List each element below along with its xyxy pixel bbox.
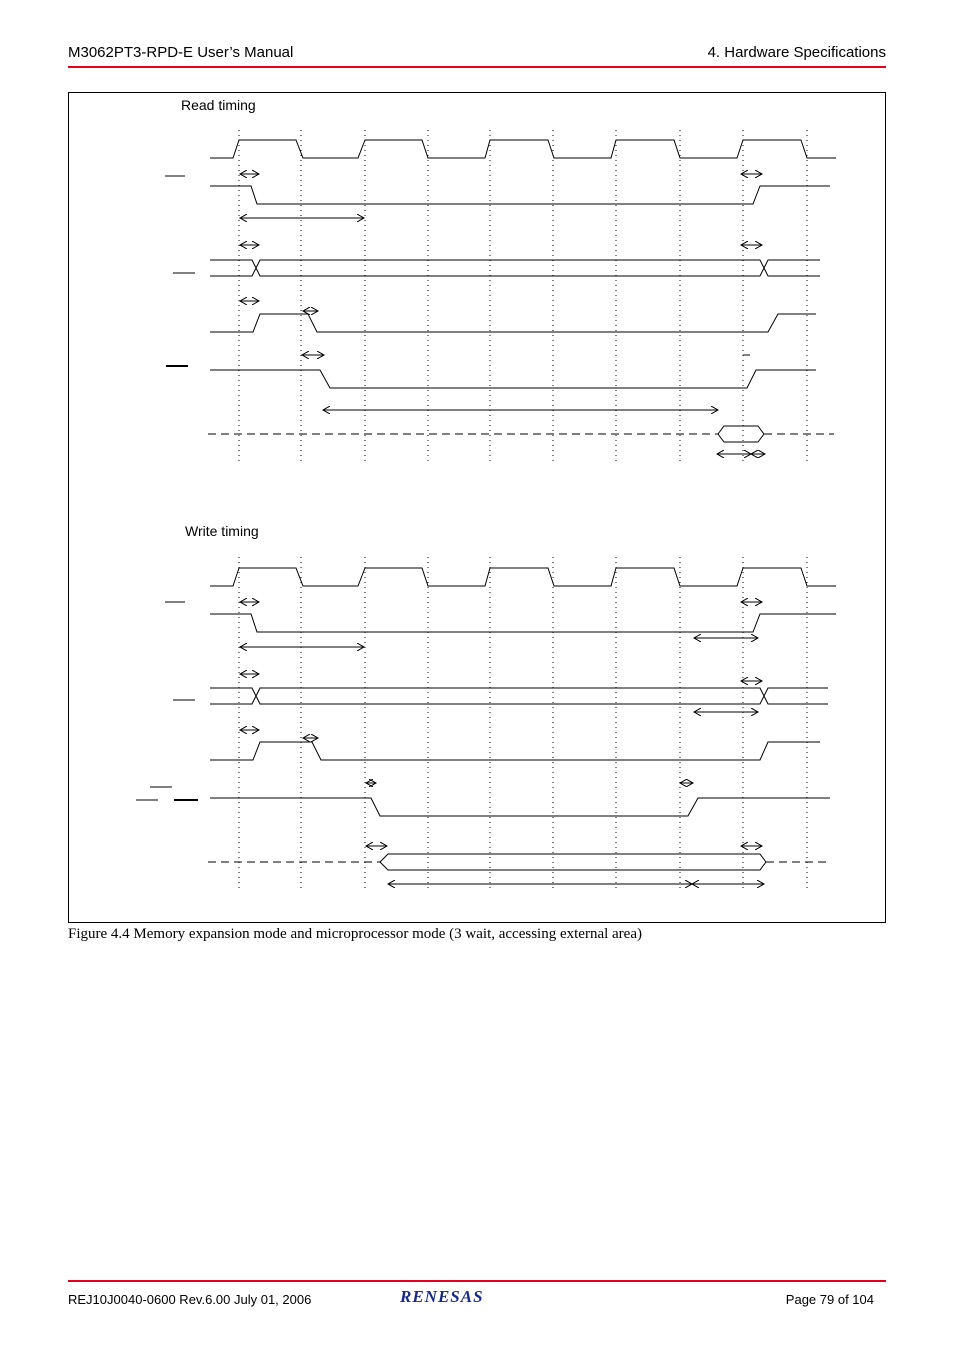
write-guide-lines: [238, 557, 808, 892]
logo-text: RENESAS: [399, 1287, 484, 1306]
footer-page-number: Page 79 of 104: [785, 1292, 874, 1307]
read-timing-arrows: [240, 174, 765, 454]
write-timing-label: Write timing: [185, 523, 259, 539]
renesas-logo: RENESAS: [399, 1287, 484, 1306]
read-clock-waveform: [210, 139, 836, 159]
read-timing-label: Read timing: [181, 97, 256, 113]
footer-doc-id: REJ10J0040-0600 Rev.6.00 July 01, 2006: [68, 1292, 312, 1307]
figure-caption: Figure 4.4 Memory expansion mode and mic…: [68, 926, 642, 942]
read-signal-2: [210, 185, 830, 205]
read-guide-lines: [238, 130, 808, 464]
write-timing-arrows: [240, 602, 764, 884]
header-title: M3062PT3-RPD-E User’s Manual: [68, 44, 294, 61]
read-data-valid: [717, 425, 765, 443]
write-wr-waveform: [210, 797, 830, 817]
read-signal-4: [210, 313, 816, 333]
write-clock-waveform: [210, 567, 836, 587]
read-rd-waveform: [210, 369, 816, 389]
footer-rule: [68, 1280, 886, 1282]
header-section: 4. Hardware Specifications: [707, 44, 886, 61]
write-timing-group: [136, 557, 836, 892]
read-timing-group: [165, 130, 836, 464]
write-data-valid: [379, 853, 767, 871]
figure-frame: [68, 92, 886, 923]
read-bus-upper: [210, 259, 263, 277]
header-rule: [68, 66, 886, 68]
write-signal-2: [210, 613, 836, 633]
write-signal-4: [210, 741, 820, 761]
timing-diagram: [136, 130, 836, 892]
